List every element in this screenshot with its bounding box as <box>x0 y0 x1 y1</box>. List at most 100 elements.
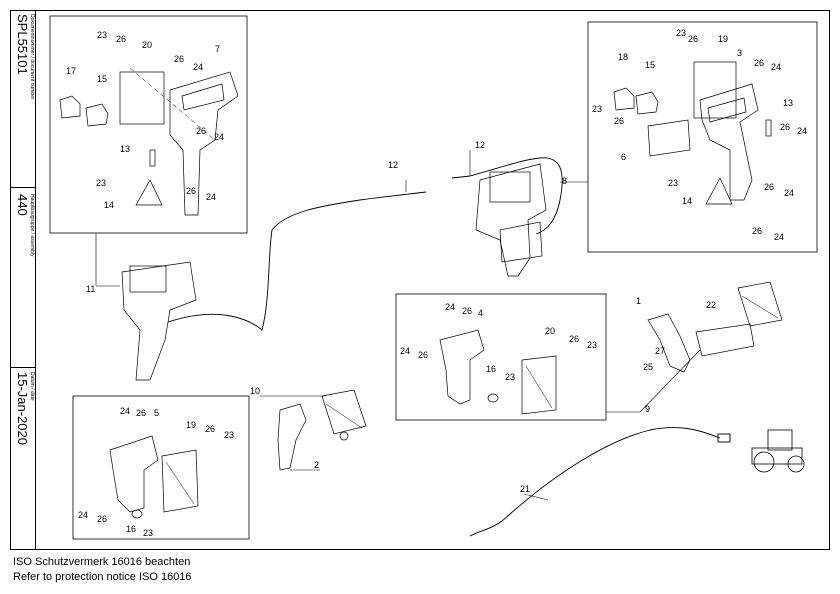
detail-box-top-left <box>49 15 248 234</box>
callout: 27 <box>655 346 665 356</box>
callout: 11 <box>86 284 95 294</box>
title-cell-assembly: 440 Hauptbaugruppe / assembly <box>10 188 36 368</box>
title-block: SPL55101 Dokumentnummer / document numbe… <box>10 10 36 550</box>
callout: 23 <box>668 178 678 188</box>
reflector-13-right <box>765 119 772 137</box>
callout: 3 <box>737 48 742 58</box>
cable-21-line <box>469 427 721 537</box>
callout: 23 <box>592 104 602 114</box>
callout: 5 <box>154 408 159 418</box>
callout: 26 <box>764 182 774 192</box>
washer-16-bottom <box>131 509 143 519</box>
callout: 2 <box>314 460 319 470</box>
lamp-15-right <box>635 91 659 115</box>
callout: 8 <box>562 176 567 186</box>
drawing-frame <box>10 10 830 550</box>
detail-box-middle-right <box>395 293 607 421</box>
callout: 23 <box>505 372 515 382</box>
callout: 26 <box>614 116 624 126</box>
plate-20-middle <box>521 355 557 415</box>
callout: 24 <box>797 126 807 136</box>
warning-plate-10 <box>321 389 367 435</box>
callout: 23 <box>676 28 686 38</box>
assembly-8-body <box>475 163 547 277</box>
callout: 19 <box>718 34 728 44</box>
callout: 26 <box>174 54 184 64</box>
assembly-11-body <box>121 261 197 381</box>
washer-10 <box>339 431 349 441</box>
callout: 26 <box>116 34 126 44</box>
callout: 14 <box>104 200 114 210</box>
detail-box-bottom-left <box>72 395 250 540</box>
cable-12-right <box>451 157 563 235</box>
callout: 15 <box>97 74 107 84</box>
callout: 4 <box>478 308 483 318</box>
cable-21-plug <box>717 433 731 443</box>
callout: 24 <box>120 406 130 416</box>
plate-19-bottom <box>161 449 199 513</box>
bracket-4 <box>439 329 485 405</box>
parts-top-right <box>613 61 772 205</box>
callout: 16 <box>126 524 136 534</box>
callout: 13 <box>783 98 793 108</box>
callout: 25 <box>643 362 653 372</box>
assembly-11-plate <box>129 265 167 293</box>
triangle-14-right <box>705 177 733 205</box>
tractor-icon <box>751 429 805 473</box>
callout: 23 <box>224 430 234 440</box>
bracket-7-slot <box>181 83 225 111</box>
parts-top-left <box>59 67 239 216</box>
callout: 26 <box>186 186 196 196</box>
detail-box-top-right <box>587 21 818 253</box>
plate-19 <box>693 61 737 119</box>
lamp-15 <box>85 103 109 127</box>
callout: 21 <box>520 484 530 494</box>
callout: 26 <box>569 334 579 344</box>
callout: 24 <box>784 188 794 198</box>
assembly-8-lower-plate <box>499 221 543 263</box>
lamp-18 <box>613 87 635 111</box>
callout: 24 <box>78 510 88 520</box>
callout: 26 <box>462 306 472 316</box>
parts-middle-right <box>439 329 557 415</box>
callout: 26 <box>418 350 428 360</box>
callout: 26 <box>688 34 698 44</box>
assembly-8 <box>475 163 547 277</box>
callout: 26 <box>97 514 107 524</box>
triangle-14 <box>135 179 163 206</box>
callout: 12 <box>388 160 398 170</box>
callout: 1 <box>636 296 641 306</box>
cable-12 <box>167 157 563 331</box>
assembly-8-plate <box>489 171 531 203</box>
callout: 26 <box>196 126 206 136</box>
bracket-22 <box>695 323 755 357</box>
bracket-1 <box>647 313 691 373</box>
callout: 24 <box>771 62 781 72</box>
parts-bracket-2 <box>277 389 367 471</box>
bracket-3 <box>699 83 759 201</box>
callout: 18 <box>618 52 628 62</box>
cable-21 <box>469 427 731 537</box>
callout: 14 <box>682 196 692 206</box>
callout: 23 <box>587 340 597 350</box>
callout: 24 <box>774 232 784 242</box>
callout: 22 <box>706 300 716 310</box>
callout: 26 <box>780 122 790 132</box>
callout: 26 <box>205 424 215 434</box>
callout: 24 <box>193 62 203 72</box>
callout: 24 <box>206 192 216 202</box>
plate-6 <box>647 119 691 157</box>
protection-notice-en: Refer to protection notice ISO 16016 <box>13 571 192 583</box>
callout: 23 <box>97 30 107 40</box>
callout: 13 <box>120 144 130 154</box>
callout: 23 <box>143 528 153 538</box>
callout: 24 <box>400 346 410 356</box>
callout: 26 <box>752 226 762 236</box>
callout: 15 <box>645 60 655 70</box>
plate-20 <box>119 71 165 125</box>
leader-lines <box>95 150 701 501</box>
callout: 20 <box>142 40 152 50</box>
bracket-3-slot <box>707 97 747 123</box>
